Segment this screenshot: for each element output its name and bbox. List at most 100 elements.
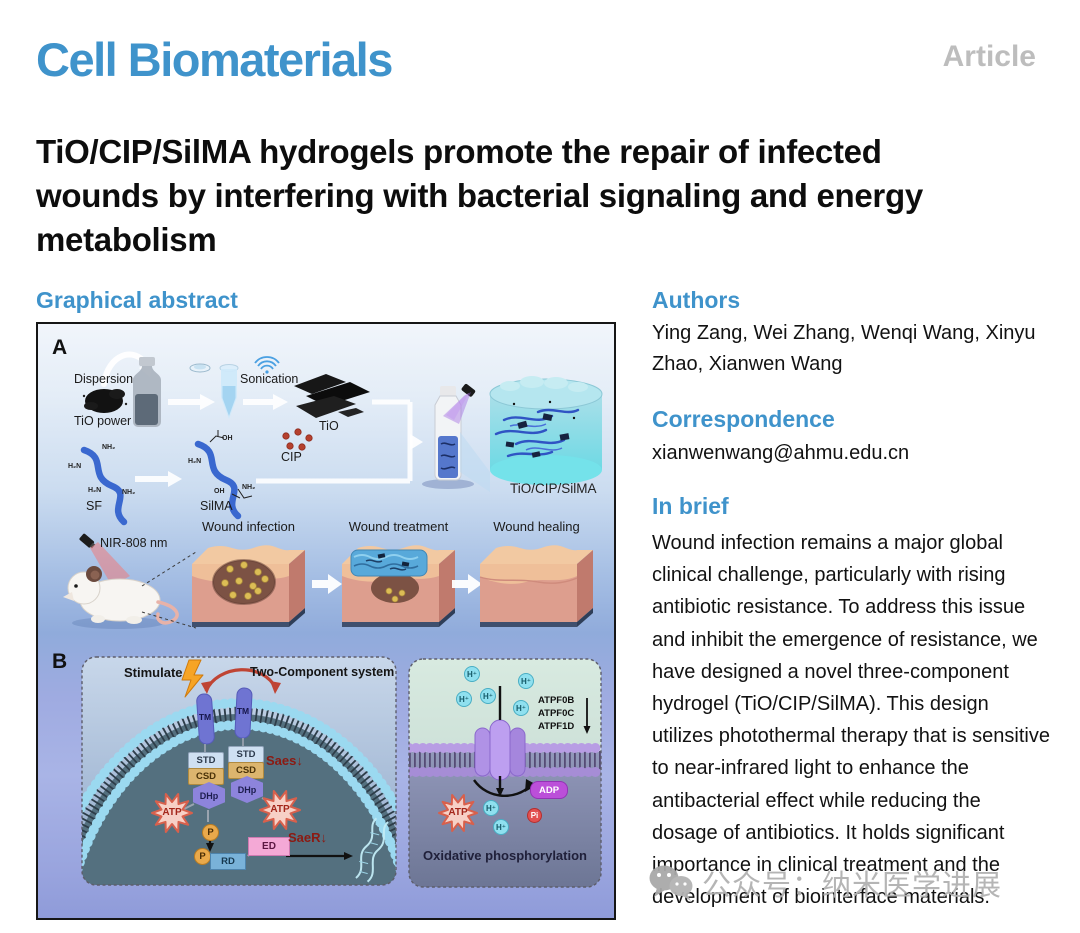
chem-group: H₂N: [88, 487, 102, 494]
fig-label-wound-treatment: Wound treatment: [348, 519, 449, 534]
ed-domain: ED: [248, 837, 290, 856]
figure-artwork: [63, 351, 603, 888]
panel-b-left-border: [81, 656, 397, 886]
sonication-waves-icon: [254, 356, 280, 374]
panel-b-letter: B: [52, 650, 68, 673]
csd-domain: CSD: [188, 768, 224, 785]
fig-label-tm: TM: [236, 706, 250, 716]
chem-group: NH₂: [242, 484, 256, 491]
article-title: TiO/CIP/SilMA hydrogels promote the repa…: [36, 133, 923, 258]
fig-label-atp: ATP: [448, 807, 468, 818]
watermark-text: 公众号：纳米医学进展: [702, 870, 1003, 902]
fig-label-silma: SilMA: [200, 499, 233, 513]
std-domain: STD: [228, 746, 264, 763]
tcs-feedback-arrow: [201, 668, 281, 694]
in-brief-heading: In brief: [652, 493, 729, 519]
std-domain: STD: [188, 752, 224, 769]
fig-label-tio: TiO: [319, 419, 339, 433]
uv-flashlight-icon: [443, 383, 476, 424]
fig-label-atp: ATP: [162, 807, 182, 818]
proton-ion: H⁺: [493, 819, 509, 835]
correspondence-heading: Correspondence: [652, 406, 835, 432]
panel-a-letter: A: [52, 336, 68, 359]
chem-group: H₂N: [188, 458, 202, 465]
arrow-right-icon: [243, 394, 288, 410]
proton-ion: H⁺: [456, 691, 472, 707]
silma-ribbon: [194, 430, 253, 520]
zoom-cone: [460, 432, 490, 492]
phosphate-circle: P: [202, 824, 219, 841]
fig-label-cip: CIP: [281, 450, 302, 464]
atp-burst-icon: [151, 793, 193, 833]
skin-block-healing: [479, 545, 593, 627]
sf-ribbon: [80, 446, 128, 526]
fig-label-tm: TM: [198, 712, 212, 722]
atp-synthase-channel: [474, 719, 526, 781]
fig-label-nir: NIR-808 nm: [100, 536, 168, 550]
dna-helix-icon: [355, 817, 389, 883]
fig-label-dispersion: Dispersion: [74, 372, 134, 386]
authors-list: Ying Zang, Wei Zhang, Wenqi Wang, Xinyu …: [652, 322, 1036, 375]
fig-label-two-component: Two-Component system: [250, 665, 395, 679]
article-type-label: Article: [942, 40, 1036, 73]
pi-circle: Pi: [527, 808, 542, 823]
chem-group: H₂N: [68, 463, 82, 470]
chem-group: OH: [214, 488, 225, 495]
panel-b-right-border: [408, 658, 602, 888]
fig-label-atpf0c: ATPF0C: [538, 708, 575, 719]
phosphate-circle: P: [194, 848, 211, 865]
fig-label-product: TiO/CIP/SilMA: [510, 481, 597, 496]
skin-block-treatment: [342, 545, 455, 627]
mouse: [63, 566, 179, 629]
arrow-right-icon: [168, 394, 215, 410]
nir-laser-icon: [79, 533, 130, 586]
lightning-icon: [181, 659, 204, 698]
dispersion-bottle: [101, 351, 161, 427]
in-brief-text: Wound infection remains a major global c…: [652, 532, 1050, 909]
fig-label-saer: SaeR↓: [288, 830, 328, 845]
chem-group: NH₂: [122, 489, 136, 496]
fig-label-sf: SF: [86, 499, 102, 513]
arrow-right-icon: [452, 574, 482, 594]
arrow-right-icon: [135, 471, 182, 487]
correspondence-email[interactable]: xianwenwang@ahmu.edu.cn: [652, 442, 910, 464]
proton-ion: H⁺: [483, 800, 499, 816]
skin-block-infection: [192, 545, 305, 627]
atp-burst-icon: [438, 794, 478, 832]
tio-nanosheets: [294, 374, 370, 418]
fig-label-oxphos: Oxidative phosphorylation: [423, 848, 587, 863]
fig-label-wound-healing: Wound healing: [493, 519, 580, 534]
watermark: 公众号：纳米医学进展: [648, 862, 1002, 904]
cip-particles: [282, 428, 313, 451]
authors-heading: Authors: [652, 287, 741, 313]
merge-connector: [256, 399, 413, 484]
atp-burst-icon: [259, 790, 301, 830]
fig-label-stimulate: Stimulate: [124, 665, 183, 680]
proton-ion: H⁺: [513, 700, 529, 716]
chem-group: NH₂: [102, 444, 116, 451]
fig-label-atp: ATP: [270, 804, 290, 815]
fig-label-wound-infection: Wound infection: [202, 519, 295, 534]
arrow-right-icon: [312, 574, 342, 594]
chem-group: OH: [222, 435, 233, 442]
zoom-lines: [141, 551, 197, 629]
hydrogel-cylinder: [489, 376, 603, 485]
sonication-tube: [189, 363, 239, 419]
fig-label-tio-power: TiO power: [74, 414, 132, 428]
tio-powder: [82, 389, 128, 413]
journal-logo: Cell Biomaterials: [36, 33, 393, 86]
graphical-abstract-heading: Graphical abstract: [36, 287, 238, 313]
fig-label-atpf1d: ATPF1D: [538, 721, 575, 732]
tcs-receptors: [177, 687, 279, 822]
rd-domain: RD: [210, 853, 246, 870]
arrow-right-icon: [410, 434, 423, 450]
graphical-abstract-figure: A Dispersion TiO power Sonication TiO CI…: [36, 322, 616, 920]
proton-ion: H⁺: [480, 688, 496, 704]
fig-label-sonication: Sonication: [240, 372, 299, 386]
proton-ion: H⁺: [464, 666, 480, 682]
fig-label-atpf0b: ATPF0B: [538, 695, 575, 706]
adp-pill: ADP: [530, 781, 568, 799]
proton-ion: H⁺: [518, 673, 534, 689]
wechat-icon: [649, 865, 693, 901]
